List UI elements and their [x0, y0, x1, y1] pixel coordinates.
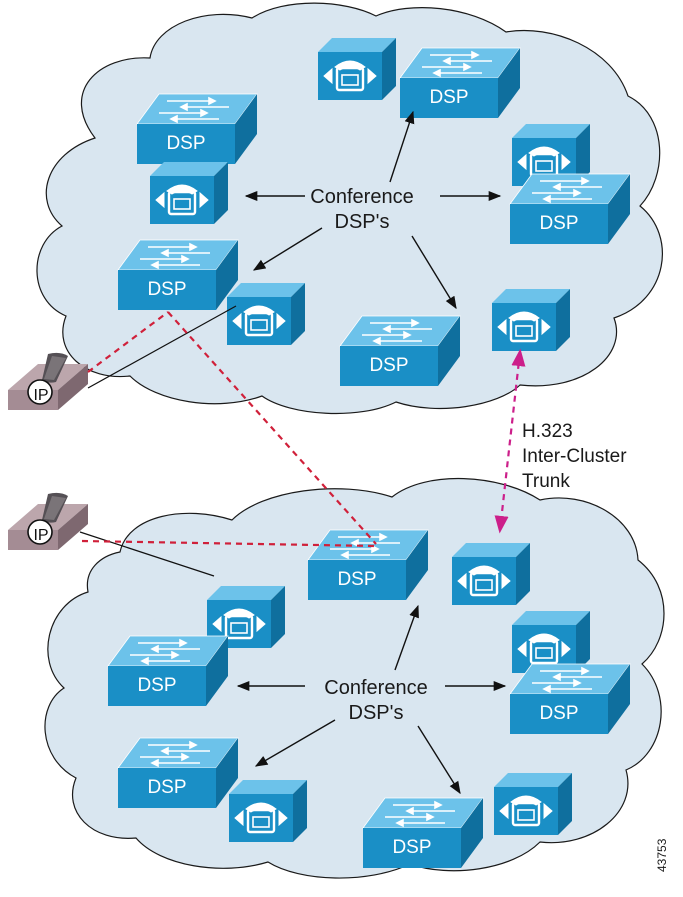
- dsp-switch-icon: DSP: [399, 47, 521, 119]
- dsp-label: DSP: [337, 569, 376, 590]
- arrow-icon: [389, 110, 415, 183]
- dsp-label: DSP: [137, 675, 176, 696]
- arrows-top: [244, 110, 502, 310]
- arrow-icon: [394, 604, 419, 671]
- trunk-label-line2: Inter-Cluster: [522, 446, 627, 467]
- dsp-switch-icon: DSP: [509, 663, 631, 735]
- dsp-switch-icon: DSP: [136, 93, 258, 165]
- arrows-bottom: [236, 604, 507, 795]
- dsp-switch-icon: DSP: [117, 239, 239, 311]
- dsp-switch-icon: DSP: [339, 315, 461, 387]
- dsp-label: DSP: [369, 355, 408, 376]
- ip-phone-label: IP: [33, 387, 48, 404]
- phone-link-top: [87, 305, 237, 389]
- dsp-switch-icon: DSP: [107, 635, 229, 707]
- call-path-dashed: [81, 311, 377, 548]
- dsp-switch-icon: DSP: [117, 737, 239, 809]
- dsp-label: DSP: [429, 87, 468, 108]
- dsp-label: DSP: [392, 837, 431, 858]
- dsp-switch-icon: DSP: [509, 173, 631, 245]
- call-manager-icon: [492, 771, 574, 837]
- dsp-label: DSP: [147, 279, 186, 300]
- dsp-label: DSP: [147, 777, 186, 798]
- call-manager-icon: [450, 541, 532, 607]
- inter-cluster-trunk-line: [494, 348, 526, 534]
- conference-label-line1: Conference: [310, 186, 413, 208]
- conference-label-line2: DSP's: [335, 211, 390, 233]
- call-manager-icon: [148, 160, 230, 226]
- arrow-icon: [417, 725, 461, 795]
- dsp-switch-icon: DSP: [362, 797, 484, 869]
- dsp-label: DSP: [539, 213, 578, 234]
- dsp-switch-icon: DSP: [307, 529, 429, 601]
- ip-phone-icon: IP: [7, 492, 89, 551]
- dsp-label: DSP: [539, 703, 578, 724]
- dsp-label: DSP: [166, 133, 205, 154]
- call-manager-icon: [225, 281, 307, 347]
- arrow-icon: [411, 235, 457, 310]
- conference-label-line1: Conference: [324, 677, 427, 699]
- figure-number: 43753: [655, 838, 669, 872]
- trunk-label-line1: H.323: [522, 421, 573, 442]
- phone-link-bottom: [79, 531, 215, 577]
- conference-label-line2: DSP's: [349, 702, 404, 724]
- arrow-icon: [252, 227, 323, 271]
- ip-phone-icon: IP: [7, 352, 89, 411]
- trunk-label-line3: Trunk: [522, 471, 570, 492]
- call-manager-icon: [316, 36, 398, 102]
- ip-phone-label: IP: [33, 527, 48, 544]
- call-manager-icon: [490, 287, 572, 353]
- call-manager-icon: [227, 778, 309, 844]
- arrow-icon: [254, 719, 336, 767]
